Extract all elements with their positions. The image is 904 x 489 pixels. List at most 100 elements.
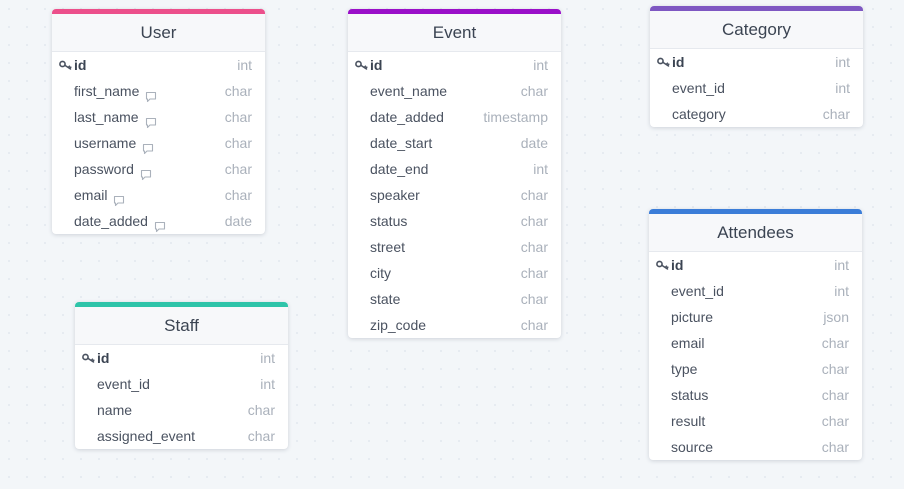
field-type: char [247, 428, 275, 444]
field-name-wrap: id [97, 345, 109, 371]
field-name: first_name [74, 83, 140, 99]
field-type: int [834, 283, 849, 299]
field-row[interactable]: event_id int [650, 75, 863, 101]
field-name-wrap: date_added [370, 104, 444, 130]
field-name-wrap: picture [671, 304, 713, 330]
field-name-wrap: id [370, 52, 382, 78]
field-name-wrap: city [370, 260, 391, 286]
field-name-wrap: source [671, 434, 713, 460]
field-type: char [224, 161, 252, 177]
field-type: char [224, 109, 252, 125]
comment-icon[interactable] [113, 189, 125, 207]
field-name: last_name [74, 109, 139, 125]
field-name: result [671, 413, 706, 429]
field-name: picture [671, 309, 714, 325]
field-row[interactable]: picture json [649, 304, 862, 330]
field-type: json [823, 309, 849, 325]
field-row[interactable]: state char [348, 286, 561, 312]
field-name-wrap: status [671, 382, 708, 408]
field-row[interactable]: assigned_event char [75, 423, 288, 449]
field-name: id [370, 57, 383, 73]
field-name-wrap: speaker [370, 182, 420, 208]
field-name-wrap: last_name [74, 104, 157, 130]
field-name: event_name [370, 83, 448, 99]
field-name-wrap: username [74, 130, 154, 156]
field-name: event_id [672, 80, 725, 96]
comment-icon[interactable] [154, 215, 166, 233]
field-type: date [224, 213, 252, 229]
comment-icon[interactable] [140, 163, 152, 181]
table-title[interactable]: Staff [75, 307, 288, 345]
comment-icon[interactable] [145, 111, 157, 129]
table-title[interactable]: Event [348, 14, 561, 52]
field-name: id [672, 54, 685, 70]
field-row[interactable]: city char [348, 260, 561, 286]
table-header-bar [650, 6, 863, 11]
field-row[interactable]: event_id int [649, 278, 862, 304]
field-type: char [821, 335, 849, 351]
field-name-wrap: first_name [74, 78, 157, 104]
field-name: date_start [370, 135, 433, 151]
field-type: date [520, 135, 548, 151]
field-name-wrap: state [370, 286, 400, 312]
field-name-wrap: name [97, 397, 132, 423]
field-row[interactable]: last_name char [52, 104, 265, 130]
table-title[interactable]: User [52, 14, 265, 52]
field-type: int [835, 54, 850, 70]
field-type: char [520, 265, 548, 281]
field-type: char [821, 387, 849, 403]
field-type: char [224, 83, 252, 99]
field-name-wrap: id [671, 252, 683, 278]
field-name-wrap: event_id [671, 278, 724, 304]
field-type: char [520, 83, 548, 99]
field-type: int [533, 161, 548, 177]
table-header-bar [52, 9, 265, 14]
comment-icon[interactable] [145, 85, 157, 103]
field-name-wrap: password [74, 156, 152, 182]
field-row[interactable]: first_name char [52, 78, 265, 104]
field-name-wrap: zip_code [370, 312, 426, 338]
table-header-bar [75, 302, 288, 307]
field-name: id [74, 57, 87, 73]
field-name-wrap: street [370, 234, 405, 260]
field-type: int [835, 80, 850, 96]
field-row[interactable]: status char [649, 382, 862, 408]
table-title[interactable]: Category [650, 11, 863, 49]
field-row[interactable]: event_name char [348, 78, 561, 104]
field-name-wrap: assigned_event [97, 423, 195, 449]
field-name: username [74, 135, 137, 151]
field-row[interactable]: id int [650, 49, 863, 75]
field-name: id [97, 350, 110, 366]
comment-icon[interactable] [142, 137, 154, 155]
field-row[interactable]: password char [52, 156, 265, 182]
table-title[interactable]: Attendees [649, 214, 862, 252]
field-type: char [520, 291, 548, 307]
field-row[interactable]: date_start date [348, 130, 561, 156]
field-name: city [370, 265, 391, 281]
